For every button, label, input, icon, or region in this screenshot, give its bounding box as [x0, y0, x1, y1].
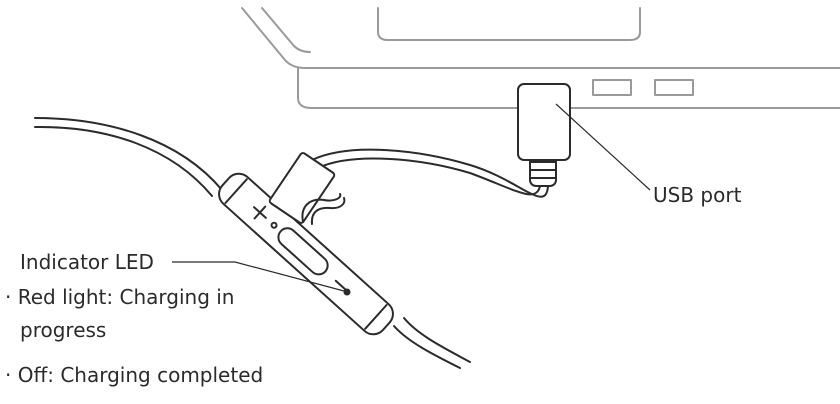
usb-port-leader	[555, 103, 651, 191]
laptop-keyboard-edge	[377, 7, 641, 41]
indicator-led-label: Indicator LED	[20, 250, 154, 274]
laptop-port-slot-1	[592, 79, 632, 96]
laptop-screen-hinge-inner	[261, 7, 311, 53]
headset-cable-right	[393, 317, 471, 369]
laptop-screen-hinge-outer	[241, 7, 840, 69]
plus-button	[252, 205, 267, 220]
usb-cable	[311, 148, 549, 198]
laptop-base	[297, 67, 840, 109]
off-label: · Off: Charging completed	[5, 363, 264, 387]
laptop	[241, 7, 840, 109]
red-light-label-line1: · Red light: Charging in	[5, 285, 235, 309]
headset-cable-left	[34, 117, 223, 197]
indicator-led	[343, 288, 351, 296]
indicator-led-leader	[172, 261, 345, 292]
usb-c-port	[277, 227, 329, 276]
usb-plug	[517, 83, 571, 161]
charging-connector	[268, 152, 346, 225]
usb-port-label: USB port	[653, 183, 742, 207]
red-light-label-line2: progress	[20, 318, 107, 342]
remote-dot	[270, 221, 278, 229]
laptop-port-slot-2	[654, 79, 694, 96]
connector-cap-strap	[301, 193, 342, 223]
